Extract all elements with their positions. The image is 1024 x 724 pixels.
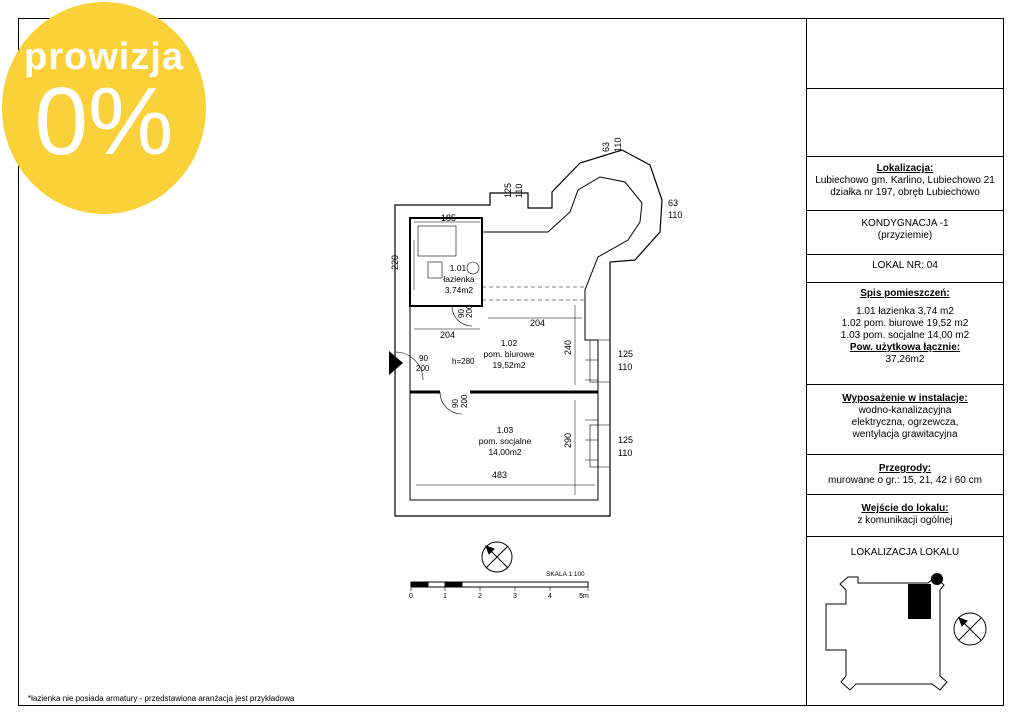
toilet xyxy=(427,261,443,279)
room-3-name: pom. socjalne xyxy=(479,436,532,446)
dim-185: 185 xyxy=(441,213,456,223)
scale-tick-1: 1 xyxy=(443,593,447,600)
area-title: Pow. użytkowa łącznie: xyxy=(849,342,961,353)
dim-220: 220 xyxy=(390,255,400,270)
dim-63-top: 63 xyxy=(601,142,611,152)
installations-cell: Wyposażenie w instalacje: wodno-kanaliza… xyxy=(806,384,1004,454)
room-3-id: 1.03 xyxy=(497,425,514,435)
north-compass-icon xyxy=(481,541,513,573)
dim-63-right: 63 xyxy=(668,198,678,208)
room-height: h=280 xyxy=(452,357,475,366)
dim-240: 240 xyxy=(563,340,573,355)
floor-cell: KONDYGNACJA -1 (przyziemie) xyxy=(806,210,1004,258)
unit-cell: LOKAL NR: 04 xyxy=(806,254,1004,282)
sink xyxy=(466,261,480,275)
room-2-id: 1.02 xyxy=(501,338,518,348)
room-2-name: pom. biurowe xyxy=(483,349,534,359)
room-2-area: 19,52m2 xyxy=(492,360,525,370)
location-line-1: Lubiechowo gm. Karlino, Lubiechowo 21 xyxy=(815,175,995,186)
entry-value: z komunikacji ogólnej xyxy=(857,515,953,526)
door-arc-entry xyxy=(394,351,424,381)
room-1-id: 1.01 xyxy=(450,263,467,273)
badge-label: prowizja xyxy=(23,36,185,78)
dim-110-top2: 110 xyxy=(613,138,623,152)
dimension-labels: 185 220 204 204 240 290 483 125 110 63 1… xyxy=(390,138,682,480)
bath-door-width: 90 xyxy=(457,309,466,318)
rooms-cell: Spis pomieszczeń: 1.01 łazienka 3,74 m2 … xyxy=(806,282,1004,378)
area-value: 37,26m2 xyxy=(885,354,925,365)
dim-204-a: 204 xyxy=(440,330,455,340)
rooms-list-item: 1.01 łazienka 3,74 m2 xyxy=(856,306,954,317)
badge-value: 0% xyxy=(34,68,174,175)
panel-top-rule xyxy=(806,88,1004,89)
commission-badge: prowizja 0% xyxy=(2,2,206,214)
room-3-area: 14,00m2 xyxy=(488,447,521,457)
rooms-title: Spis pomieszczeń: xyxy=(860,288,950,299)
installations-item: elektryczna, ogrzewcza, xyxy=(851,417,959,428)
location-title: Lokalizacja: xyxy=(876,163,934,174)
entry-arrow-icon xyxy=(389,351,403,375)
installations-item: wentylacja grawitacyjna xyxy=(852,429,958,440)
scale-tick-0: 0 xyxy=(409,593,413,600)
dim-110-top: 110 xyxy=(514,184,524,198)
scale-label: SKALA 1:100 xyxy=(546,571,585,578)
dim-125-top: 125 xyxy=(503,183,513,198)
scale-tick-3: 3 xyxy=(513,593,517,600)
room-1-area: 3,74m2 xyxy=(445,285,474,295)
dim-483: 483 xyxy=(492,470,507,480)
dim-125-low: 125 xyxy=(618,435,633,445)
footnote: *łazienka nie posiada armatury - przedst… xyxy=(28,694,295,703)
drawing-frame xyxy=(18,18,1004,706)
installations-title: Wyposażenie w instalacje: xyxy=(842,393,968,404)
unit-number: LOKAL NR: 04 xyxy=(872,260,938,271)
social-door-height: 200 xyxy=(460,394,469,408)
location-cell: Lokalizacja: Lubiechowo gm. Karlino, Lub… xyxy=(806,156,1004,226)
dim-110-right: 110 xyxy=(668,210,682,220)
installations-item: wodno-kanalizacyjna xyxy=(858,405,952,416)
floor-line-1: KONDYGNACJA -1 xyxy=(861,218,949,229)
bathroom-walls xyxy=(409,217,483,307)
room-1-name: łazienka xyxy=(443,274,474,284)
entry-door-width: 90 xyxy=(419,354,428,363)
door-arc-bath xyxy=(451,305,473,327)
panel-divider xyxy=(806,18,807,706)
door-arc-social xyxy=(439,391,463,415)
dim-110-low: 110 xyxy=(618,448,632,458)
entry-door-height: 200 xyxy=(416,364,430,373)
info-panel: Lokalizacja: Lubiechowo gm. Karlino, Lub… xyxy=(806,18,1004,706)
scale-tick-2: 2 xyxy=(478,593,482,600)
entry-cell: Wejście do lokalu: z komunikacji ogólnej xyxy=(806,494,1004,536)
dim-290: 290 xyxy=(563,433,573,448)
entry-title: Wejście do lokalu: xyxy=(861,503,949,514)
rooms-list-item: 1.03 pom. socjalne 14,00 m2 xyxy=(840,330,970,341)
shower xyxy=(417,225,457,257)
dim-125-mid: 125 xyxy=(618,349,633,359)
social-door-width: 90 xyxy=(451,399,460,408)
location-line-2: działka nr 197, obręb Lubiechowo xyxy=(830,187,980,198)
dim-110-mid: 110 xyxy=(618,362,632,372)
wall-hatch xyxy=(585,339,610,468)
walls-title: Przegrody: xyxy=(878,463,932,474)
walls-value: murowane o gr.: 15, 21, 42 i 60 cm xyxy=(828,475,982,486)
floor-line-2: (przyziemie) xyxy=(877,230,933,241)
scale-tick-4: 4 xyxy=(548,593,552,600)
walls-cell: Przegrody: murowane o gr.: 15, 21, 42 i … xyxy=(806,454,1004,494)
scale-tick-5: 5m xyxy=(579,593,589,600)
map-cell: LOKALIZACJA LOKALU xyxy=(806,536,1004,706)
dim-204-b: 204 xyxy=(530,318,545,328)
rooms-list-item: 1.02 pom. biurowe 19,52 m2 xyxy=(841,318,969,329)
bath-door-height: 200 xyxy=(465,304,474,318)
map-title: LOKALIZACJA LOKALU xyxy=(850,547,960,558)
scale-bar xyxy=(410,581,589,591)
